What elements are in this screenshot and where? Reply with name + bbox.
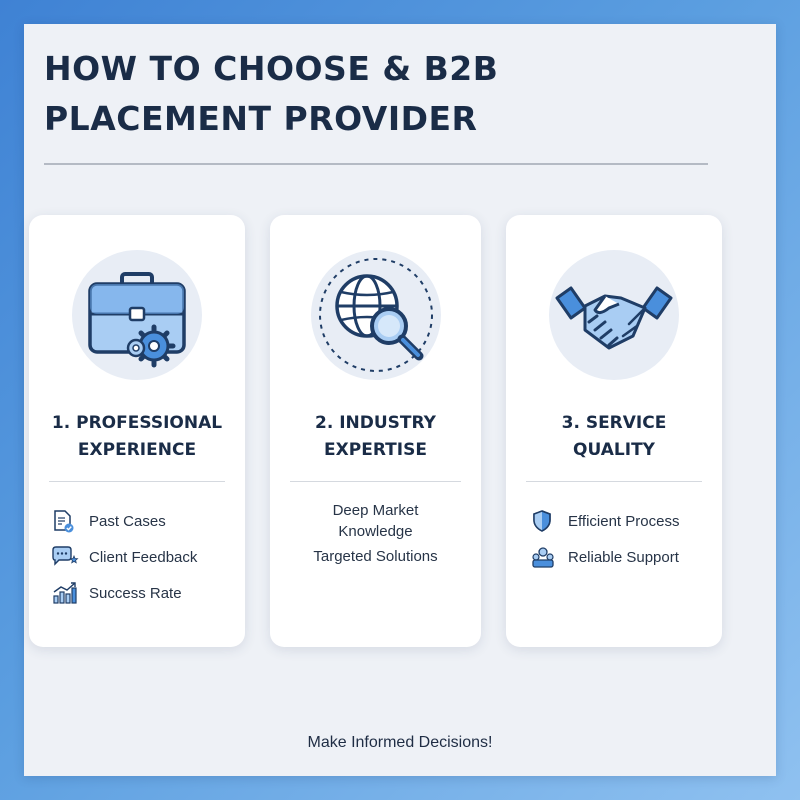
- card-title-line-2: EXPERIENCE: [77, 440, 197, 460]
- feature-list: Deep Market Knowledge Targeted Solutions: [270, 500, 481, 567]
- card-title-line-2: QUALITY: [573, 440, 655, 460]
- title-divider: [44, 163, 708, 165]
- handshake-icon: [549, 250, 679, 380]
- card-title-line-1: 2. INDUSTRY: [315, 413, 436, 433]
- card-divider: [290, 481, 461, 482]
- list-item-label: Reliable Support: [568, 548, 679, 566]
- card-professional-experience: 1. PROFESSIONAL EXPERIENCE Past Cases Cl…: [29, 215, 245, 647]
- list-item-label: Efficient Process: [568, 512, 680, 530]
- shield-icon: [530, 509, 558, 533]
- feature-list: Past Cases Client Feedback Success Rate: [29, 503, 245, 611]
- list-item-targeted-solutions: Targeted Solutions: [313, 548, 438, 565]
- card-service-quality: 3. SERVICE QUALITY Efficient Process Rel…: [506, 215, 722, 647]
- feature-list: Efficient Process Reliable Support: [506, 503, 722, 575]
- list-item-past-cases: Past Cases: [29, 503, 245, 539]
- list-item-efficient-process: Efficient Process: [506, 503, 722, 539]
- list-item-client-feedback: Client Feedback: [29, 539, 245, 575]
- card-title: 3. SERVICE QUALITY: [506, 410, 722, 464]
- title-line-1: HOW TO CHOOSE & B2B: [44, 49, 499, 88]
- page-title: HOW TO CHOOSE & B2B PLACEMENT PROVIDER: [44, 44, 684, 144]
- card-divider: [526, 481, 702, 482]
- card-industry-expertise: 2. INDUSTRY EXPERTISE Deep Market Knowle…: [270, 215, 481, 647]
- card-divider: [49, 481, 225, 482]
- globe-magnifier-icon: [310, 250, 441, 380]
- card-title: 2. INDUSTRY EXPERTISE: [270, 410, 481, 464]
- list-item-deep-market: Deep Market: [332, 502, 419, 519]
- support-team-icon: [530, 545, 558, 569]
- card-title-line-1: 3. SERVICE: [561, 413, 667, 433]
- list-item-label: Client Feedback: [89, 548, 198, 566]
- card-title-line-1: 1. PROFESSIONAL: [51, 413, 223, 433]
- title-line-2: PLACEMENT PROVIDER: [44, 99, 478, 138]
- list-item-label: Past Cases: [89, 512, 166, 530]
- list-item-label: Success Rate: [89, 584, 182, 602]
- list-item-knowledge: Knowledge: [338, 523, 413, 540]
- card-title: 1. PROFESSIONAL EXPERIENCE: [29, 410, 245, 464]
- list-item-success-rate: Success Rate: [29, 575, 245, 611]
- briefcase-gears-icon: [72, 250, 202, 380]
- chat-stars-icon: [51, 545, 79, 569]
- card-title-line-2: EXPERTISE: [324, 440, 427, 460]
- list-item-reliable-support: Reliable Support: [506, 539, 722, 575]
- document-check-icon: [51, 509, 79, 533]
- footer-tagline: Make Informed Decisions!: [307, 734, 493, 751]
- bar-chart-trend-icon: [51, 581, 79, 605]
